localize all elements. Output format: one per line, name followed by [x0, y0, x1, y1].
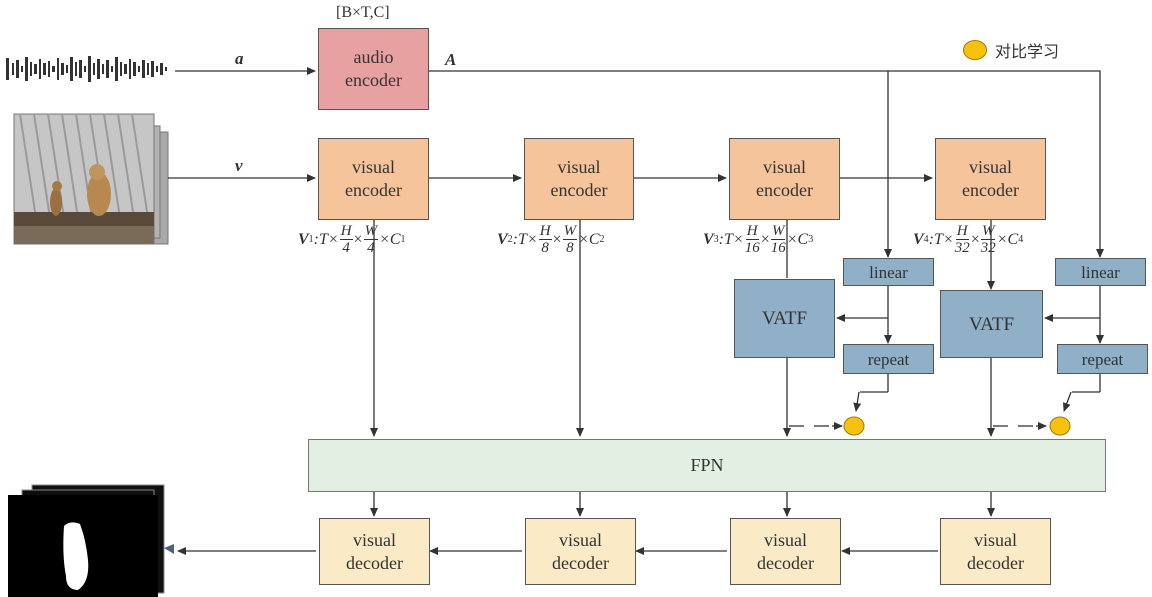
- segmentation-mask-image: [8, 484, 174, 597]
- audio-encoder-line1: audio: [353, 47, 394, 67]
- video-frames-image: [13, 113, 169, 245]
- visual-decoder-2-line2: decoder: [552, 552, 609, 573]
- visual-decoder-1-line1: visual: [353, 529, 396, 550]
- visual-decoder-3-line1: visual: [764, 529, 807, 550]
- linear-block-2: linear: [1055, 258, 1146, 286]
- tensor-shape-label: [B×T,C]: [336, 4, 390, 21]
- visual-decoder-4: visual decoder: [940, 518, 1051, 585]
- visual-decoder-1: visual decoder: [319, 518, 430, 585]
- visual-decoder-4-line2: decoder: [967, 552, 1024, 573]
- visual-decoder-3: visual decoder: [730, 518, 841, 585]
- visual-encoder-1-line1: visual: [352, 157, 395, 177]
- audio-waveform-icon: [6, 56, 167, 82]
- audio-encoder-block: audio encoder: [318, 28, 429, 110]
- legend-label: 对比学习: [995, 42, 1060, 61]
- visual-encoder-2-line2: encoder: [550, 180, 608, 200]
- visual-encoder-2: visual encoder: [524, 138, 634, 220]
- visual-encoder-1-line2: encoder: [345, 180, 402, 200]
- visual-decoder-2: visual decoder: [525, 518, 636, 585]
- contrast-dot-2: [1049, 416, 1071, 436]
- visual-encoder-4: visual encoder: [935, 138, 1046, 220]
- audio-feature-symbol: A: [445, 50, 457, 69]
- visual-encoder-3-line2: encoder: [756, 180, 813, 200]
- visual-decoder-4-line1: visual: [974, 529, 1017, 550]
- visual-encoder-2-line1: visual: [557, 157, 601, 177]
- visual-encoder-4-line2: encoder: [962, 180, 1019, 200]
- linear-block-1: linear: [843, 258, 934, 286]
- repeat-block-1: repeat: [843, 344, 934, 374]
- visual-decoder-2-line1: visual: [559, 529, 602, 550]
- visual-encoder-3: visual encoder: [729, 138, 840, 220]
- vatf-block-2: VATF: [940, 290, 1043, 358]
- audio-encoder-line2: encoder: [345, 70, 402, 90]
- fpn-block: FPN: [308, 439, 1106, 492]
- legend: 对比学习: [963, 38, 1059, 62]
- visual-decoder-1-line2: decoder: [346, 552, 403, 573]
- contrast-dot-1: [843, 416, 865, 436]
- visual-encoder-3-line1: visual: [763, 157, 806, 177]
- repeat-block-2: repeat: [1057, 344, 1148, 374]
- visual-decoder-3-line2: decoder: [757, 552, 814, 573]
- contrast-dot-icon: [963, 40, 987, 60]
- visual-encoder-4-line1: visual: [969, 157, 1012, 177]
- visual-encoder-1: visual encoder: [318, 138, 429, 220]
- vatf-block-1: VATF: [734, 279, 835, 358]
- visual-input-symbol: v: [235, 156, 243, 175]
- arrows: [168, 67, 1104, 555]
- audio-input-symbol: a: [235, 49, 244, 68]
